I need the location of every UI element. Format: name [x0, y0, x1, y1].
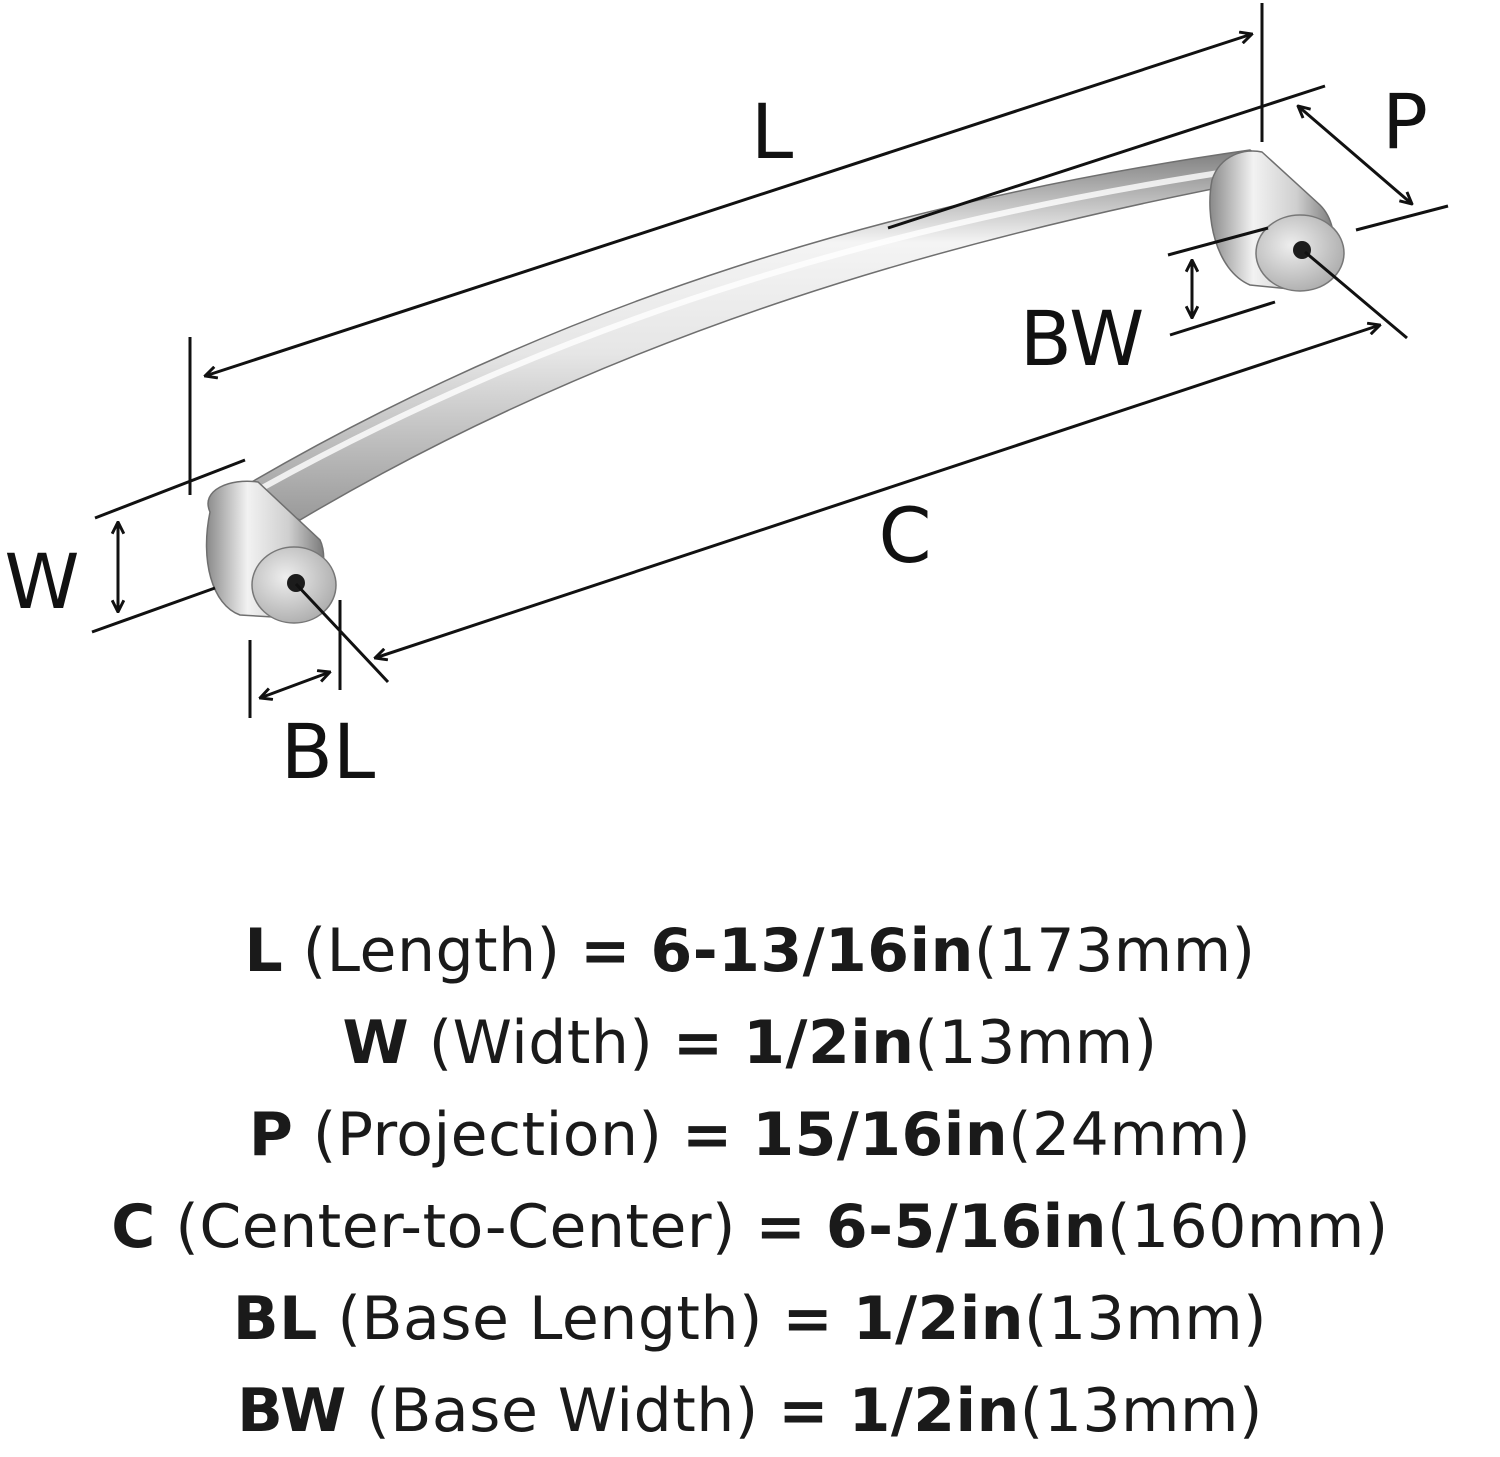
label-W: W — [4, 537, 79, 626]
length-dimension: L — [188, 3, 1264, 495]
base-length-dimension: BL — [248, 600, 375, 796]
spec-center-to-center: C (Center-to-Center) = 6-5/16in(160mm) — [111, 1192, 1389, 1262]
spec-length: L (Length) = 6-13/16in(173mm) — [244, 916, 1256, 986]
width-dimension: W — [4, 458, 246, 634]
handle-dimension-diagram: L P BW C W BL — [4, 3, 1449, 796]
label-C: C — [878, 491, 931, 580]
center-to-center-dimension: C — [294, 250, 1408, 684]
spec-base-width: BW (Base Width) = 1/2in(13mm) — [237, 1376, 1263, 1446]
projection-dimension: P — [887, 77, 1449, 232]
label-BL: BL — [281, 707, 375, 796]
spec-width: W (Width) = 1/2in(13mm) — [342, 1008, 1158, 1078]
label-P: P — [1382, 77, 1428, 166]
spec-base-length: BL (Base Length) = 1/2in(13mm) — [232, 1284, 1268, 1354]
label-BW: BW — [1020, 294, 1145, 383]
spec-projection: P (Projection) = 15/16in(24mm) — [248, 1100, 1252, 1170]
dimension-specs-list: L (Length) = 6-13/16in(173mm) W (Width) … — [0, 905, 1500, 1457]
label-L: L — [751, 87, 793, 176]
cabinet-pull-handle — [205, 149, 1345, 624]
